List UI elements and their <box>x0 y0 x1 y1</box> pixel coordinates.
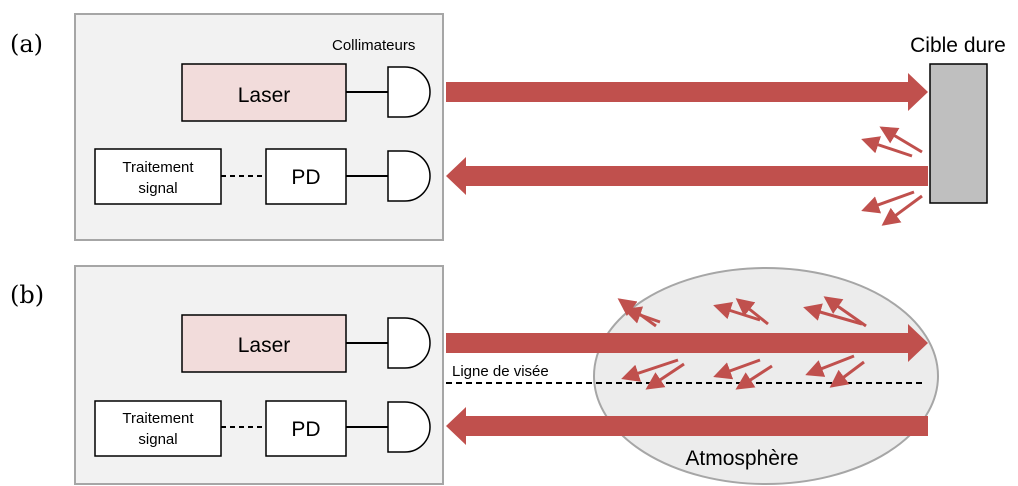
pd-label-b: PD <box>291 418 320 441</box>
processing-line1-b: Traitement <box>122 410 194 427</box>
panel-a-label: (a) <box>10 30 43 58</box>
returned-beam-a <box>446 157 928 195</box>
processing-line1-a: Traitement <box>122 159 194 176</box>
laser-box-a <box>181 63 347 122</box>
laser-label-a: Laser <box>238 84 291 107</box>
returned-beam-b <box>446 407 928 445</box>
receiver-collimator-a <box>387 150 431 202</box>
panel-b: (b) Atmosphère Laser Traitement signal P… <box>10 265 939 485</box>
signal-processing-box-b <box>94 400 222 457</box>
hard-target <box>929 63 988 204</box>
panel-a: (a) Collimateurs Laser Traitement signal… <box>10 13 1006 241</box>
target-label: Cible dure <box>910 34 1006 57</box>
photodiode-box-b <box>265 400 347 457</box>
line-of-sight-label: Ligne de visée <box>452 363 549 380</box>
atmosphere-label: Atmosphère <box>685 447 798 470</box>
emitter-collimator-b <box>387 317 431 369</box>
pd-label-a: PD <box>291 166 320 189</box>
processing-line2-a: signal <box>138 180 177 197</box>
backscatter-arrows-a <box>861 126 923 226</box>
panel-b-label: (b) <box>10 281 44 309</box>
signal-processing-box-a <box>94 148 222 205</box>
backscatter-arrows-lower <box>621 354 865 390</box>
processing-line2-b: signal <box>138 431 177 448</box>
receiver-collimator-b <box>387 401 431 453</box>
collimators-label: Collimateurs <box>332 37 415 54</box>
emitted-beam-a <box>446 73 928 111</box>
laser-label-b: Laser <box>238 334 291 357</box>
emitted-beam-b <box>446 324 928 362</box>
emitter-collimator-a <box>387 66 431 118</box>
backscatter-arrows-upper <box>617 296 867 328</box>
